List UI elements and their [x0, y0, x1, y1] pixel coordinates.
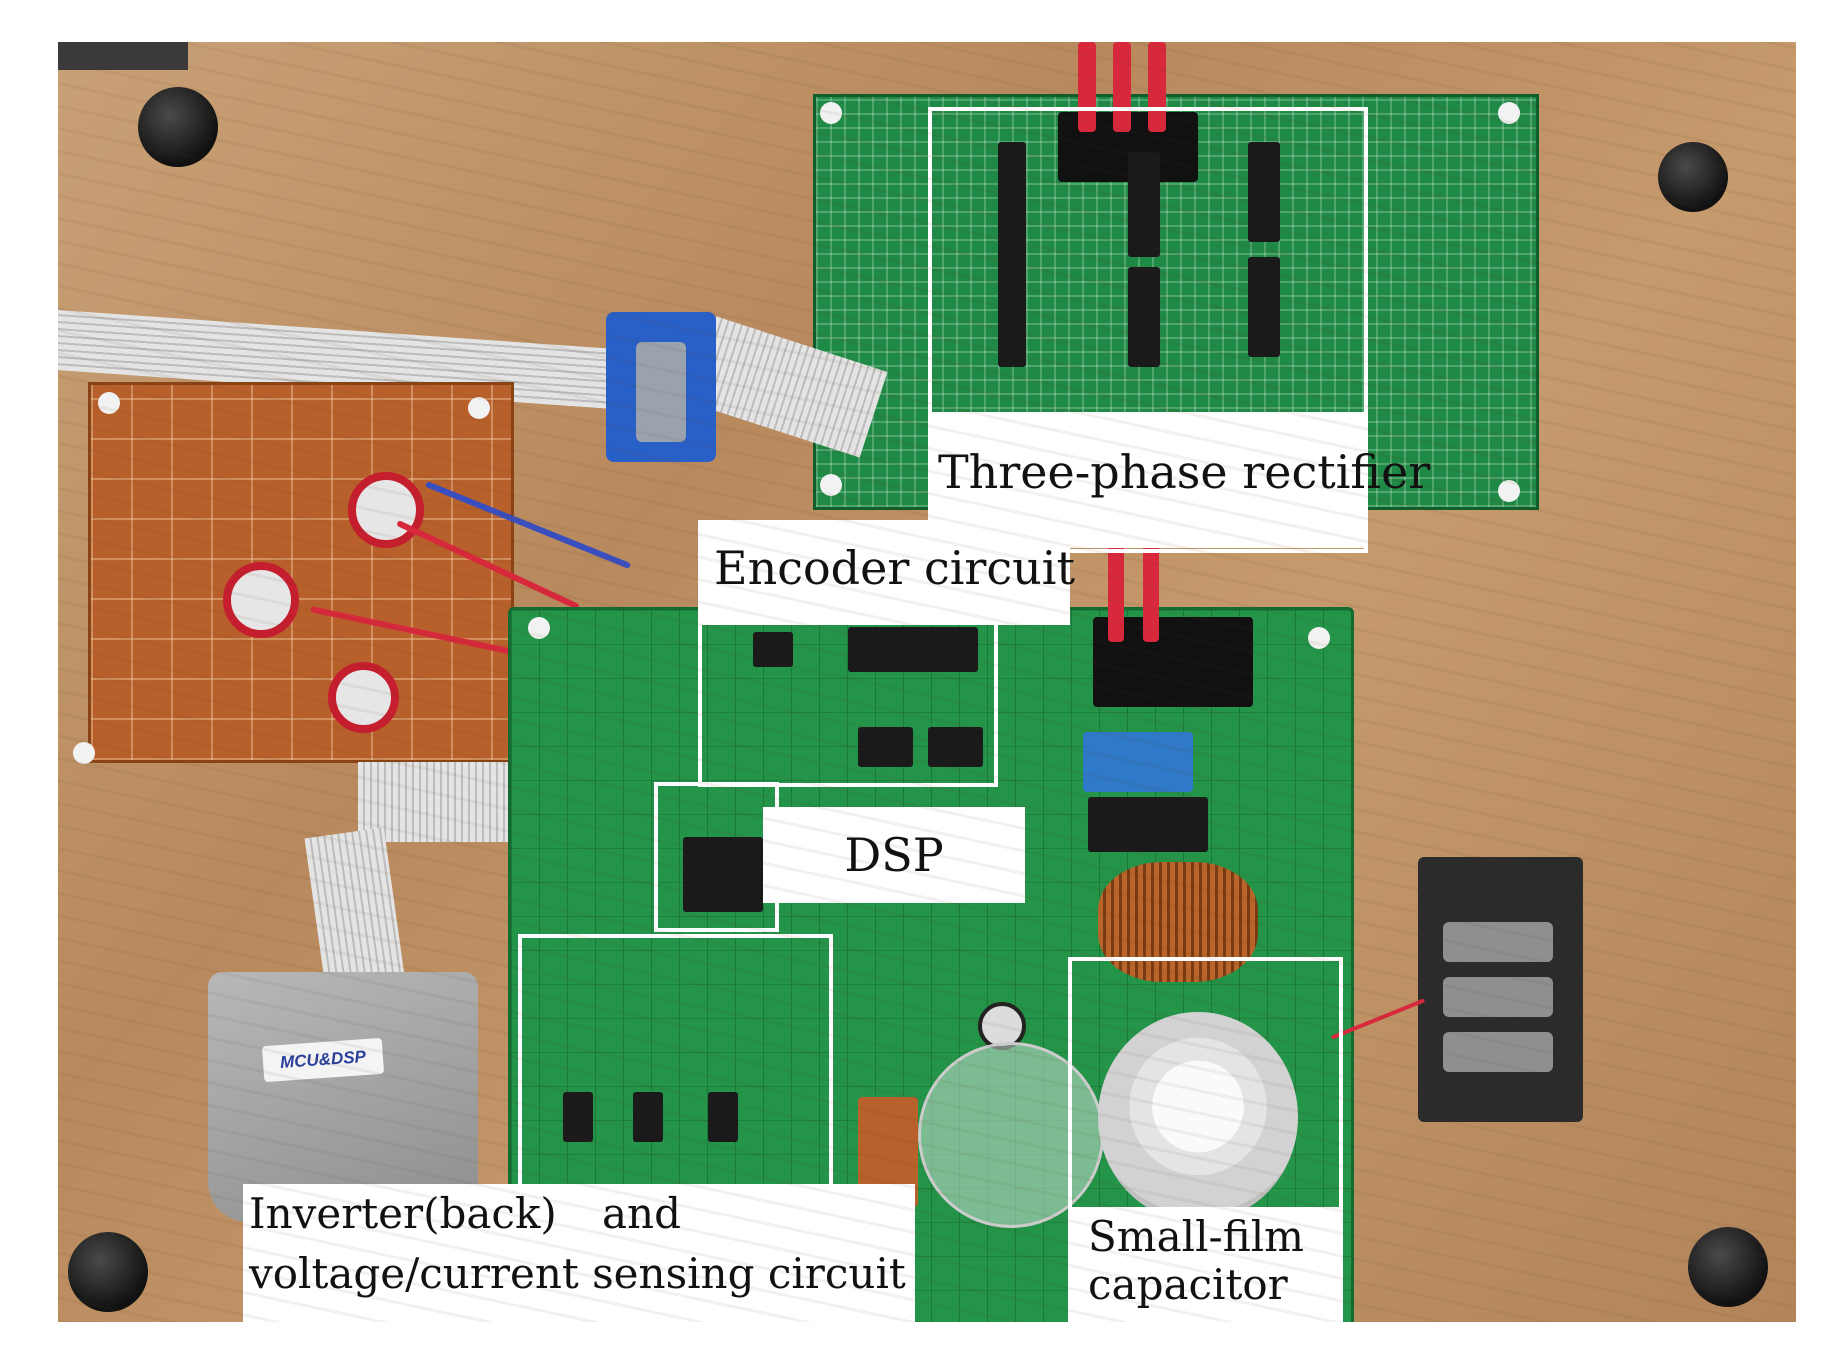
encoder-label-text: Encoder circuit: [714, 541, 1075, 595]
capacitor-outline: [1068, 957, 1343, 1227]
rectifier-outline: [928, 107, 1368, 553]
igbt: [708, 1092, 738, 1142]
inverter-label-line1-a: Inverter(back): [249, 1189, 557, 1238]
diode: [1248, 142, 1280, 242]
mount-hole: [468, 397, 490, 419]
ic-chip: [753, 632, 793, 667]
inverter-label-line2: voltage/current sensing circuit: [249, 1249, 906, 1298]
toroidal-inductor: [1098, 862, 1258, 982]
relay: [1083, 732, 1193, 792]
inverter-label-line1: Inverter(back) and: [249, 1189, 915, 1250]
diode: [1248, 257, 1280, 357]
igbt: [563, 1092, 593, 1142]
mount-hole: [1498, 480, 1520, 502]
hardware-photo: MCU&DSP Three-phase rectifier Encoder c: [58, 42, 1796, 1322]
mount-hole: [1308, 627, 1330, 649]
mount-hole: [73, 742, 95, 764]
inverter-label: Inverter(back) and voltage/current sensi…: [243, 1184, 915, 1322]
capacitor-footprint: [918, 1042, 1104, 1228]
hall-sensor: [328, 662, 399, 733]
capacitor-label-line1: Small-film: [1088, 1212, 1304, 1261]
connector-metal: [636, 342, 686, 442]
dsp-chip: [683, 837, 763, 912]
dsp-label: DSP: [763, 807, 1025, 903]
hall-sensor: [223, 562, 299, 638]
ic-chip: [928, 727, 983, 767]
ic-chip: [858, 727, 913, 767]
rectifier-label-text: Three-phase rectifier: [938, 445, 1431, 499]
mount-hole: [98, 392, 120, 414]
dsub-connector: [208, 972, 478, 1222]
capacitor-label-line2: capacitor: [1088, 1260, 1288, 1310]
terminal-screw: [1443, 1032, 1553, 1072]
encoder-chip: [848, 627, 978, 672]
rectifier-label: Three-phase rectifier: [932, 412, 1430, 548]
metal-bar: [58, 42, 188, 70]
rubber-foot: [1688, 1227, 1768, 1307]
terminal-screw: [1443, 977, 1553, 1017]
perf-board: [88, 382, 514, 763]
terminal-screw: [1443, 922, 1553, 962]
diode: [1128, 152, 1160, 257]
inverter-outline: [518, 934, 833, 1194]
mount-hole: [820, 102, 842, 124]
connector-text: MCU&DSP: [279, 1047, 367, 1072]
resistor-block: [1088, 797, 1208, 852]
rubber-foot: [138, 87, 218, 167]
inverter-label-line1-b: and: [602, 1189, 681, 1238]
encoder-outline: [698, 617, 998, 787]
encoder-label: Encoder circuit: [698, 520, 1075, 625]
capacitor-label: Small-film capacitor: [1068, 1207, 1343, 1322]
dsp-outline: [654, 782, 779, 932]
mount-hole: [820, 474, 842, 496]
dsp-label-text: DSP: [844, 827, 944, 882]
igbt: [633, 1092, 663, 1142]
hall-sensor: [348, 472, 424, 548]
diode: [998, 142, 1026, 367]
mount-hole: [528, 617, 550, 639]
film-capacitor: [1098, 1012, 1298, 1222]
rubber-foot: [1658, 142, 1728, 212]
mount-hole: [1498, 102, 1520, 124]
rubber-foot: [68, 1232, 148, 1312]
diode: [1128, 267, 1160, 367]
